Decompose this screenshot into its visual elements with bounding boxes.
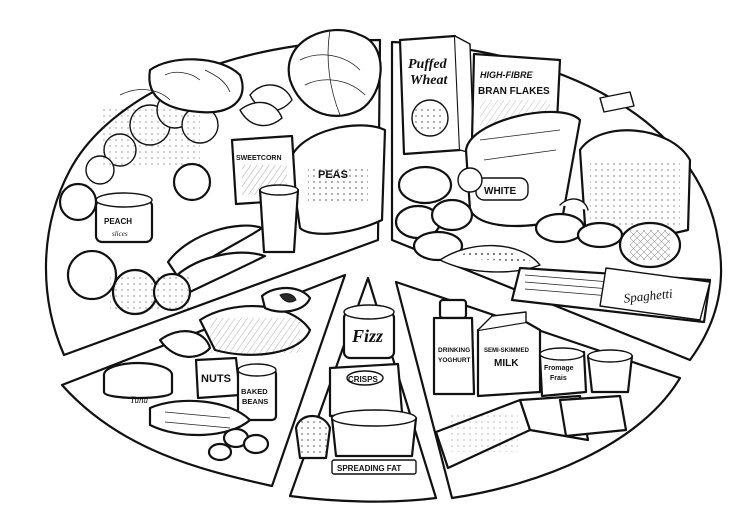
fromage-frais-pot-icon: Fromage Frais <box>538 347 588 398</box>
peach-label: PEACH <box>104 217 132 226</box>
tuna-can-icon: Tuna <box>102 361 174 405</box>
broccoli-icon <box>85 91 219 185</box>
wheat-label: Wheat <box>410 73 448 88</box>
eggs-icon <box>207 427 270 462</box>
high-fibre-label: HIGH-FIBRE <box>480 70 533 80</box>
peas-label: PEAS <box>318 169 348 181</box>
nuts-label: NUTS <box>201 373 231 385</box>
slices-label: slices <box>112 230 128 238</box>
baked-beans-can-icon: BAKED BEANS <box>236 363 278 422</box>
peach-can-icon: PEACH slices <box>94 192 154 244</box>
rice-pile-icon <box>439 244 541 273</box>
milk-label: MILK <box>494 358 519 369</box>
yoghurt-label: YOGHURT <box>438 357 471 364</box>
leafy-greens-icon <box>119 84 293 127</box>
cabbage-icon <box>287 28 382 117</box>
crisps-label: CRISPS <box>348 375 378 384</box>
semi-skimmed-label: SEMI-SKIMMED <box>484 348 530 354</box>
juice-glass-icon <box>258 184 300 254</box>
frais-label: Frais <box>550 375 567 382</box>
fizz-can-icon: Fizz <box>342 304 396 360</box>
spreading-fat-label: SPREADING FAT <box>337 464 401 473</box>
white-label: WHITE <box>484 186 517 197</box>
cauliflower-icon <box>148 58 244 114</box>
bran-flakes-label: BRAN FLAKES <box>478 86 550 97</box>
beans-label: BEANS <box>242 397 268 406</box>
fromage-label: Fromage <box>544 365 574 372</box>
pasta-shapes-icon <box>559 91 635 211</box>
white-bread-bag-icon: WHITE <box>464 110 582 228</box>
potatoes-icon <box>394 165 483 262</box>
yoghurt-pot-icon <box>586 349 634 394</box>
steak-icon <box>260 286 312 313</box>
chicken-icon <box>158 330 212 358</box>
puffed-wheat-box-icon: Puffed Wheat <box>398 34 475 156</box>
bananas-icon <box>166 224 267 294</box>
spaghetti-label: Spaghetti <box>623 286 674 306</box>
nuts-bag-icon: NUTS <box>194 356 242 400</box>
baked-label: BAKED <box>241 387 268 396</box>
fizz-label: Fizz <box>351 326 383 346</box>
peas-bag-icon: PEAS <box>288 124 387 235</box>
cheese-block-icon <box>558 394 628 438</box>
cake-icon <box>294 414 332 460</box>
puffed-label: Puffed <box>408 57 448 72</box>
spreading-fat-tub-icon: SPREADING FAT <box>330 409 418 475</box>
spaghetti-pack-icon: Spaghetti <box>510 266 712 324</box>
rolls-icon <box>534 212 682 269</box>
sweetcorn-label: SWEETCORN <box>236 155 282 162</box>
fish-fillet-icon <box>148 399 252 437</box>
yoghurt-bottle-icon: DRINKING YOGHURT <box>432 298 476 396</box>
tuna-label: Tuna <box>130 395 149 405</box>
meat-joint-icon <box>198 305 312 356</box>
bread-loaf-icon <box>578 129 692 238</box>
apple-orange-icon <box>58 162 212 316</box>
crisps-bag-icon: CRISPS <box>328 362 404 418</box>
drinking-label: DRINKING <box>438 347 470 354</box>
milk-carton-icon: SEMI-SKIMMED MILK <box>476 311 542 398</box>
